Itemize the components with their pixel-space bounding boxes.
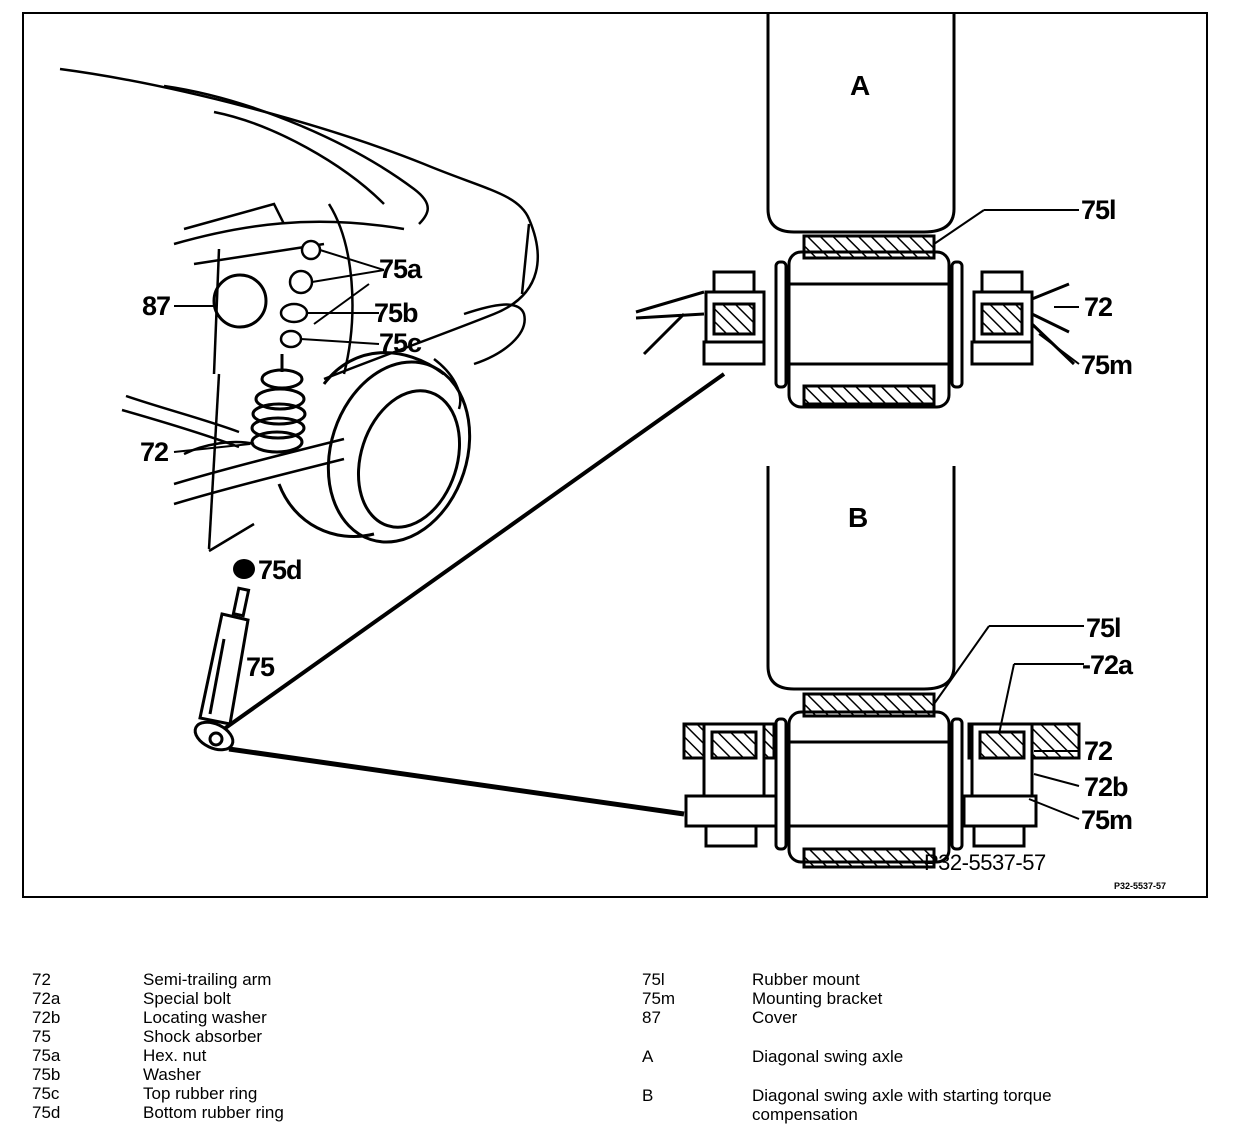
legend-text: Hex. nut (143, 1046, 207, 1065)
legend-code: 75b (32, 1065, 61, 1084)
detail-leader-a (222, 372, 726, 731)
drawing-number: P32-5537-57 (924, 850, 1046, 875)
legend-code: 75a (32, 1046, 61, 1065)
corner-code: P32-5537-57 (1114, 881, 1167, 891)
callout-75d: 75d (258, 555, 303, 585)
legend-text: Semi-trailing arm (143, 970, 272, 989)
exploded-diagram (59, 14, 1084, 869)
legend-text: Special bolt (143, 989, 231, 1008)
diagram-frame: 87 75a 75b 75c 72 75d 75 A 75l 72 75m B … (22, 12, 1208, 898)
legend-text: compensation (752, 1105, 858, 1124)
callout-b-75m: 75m (1081, 805, 1133, 835)
legend-text: Diagonal swing axle with starting torque (752, 1086, 1052, 1105)
legend-code: 75d (32, 1103, 61, 1122)
legend-text: Diagonal swing axle (752, 1047, 904, 1066)
detail-leader-b (228, 746, 685, 817)
legend-text: Washer (143, 1065, 201, 1084)
legend-code: 72b (32, 1008, 61, 1027)
cover-87-shape (212, 273, 268, 329)
rear-wheel (277, 351, 472, 544)
callout-75: 75 (246, 652, 275, 682)
callout-75c: 75c (379, 328, 422, 358)
bottom-rubber-ring (233, 559, 255, 579)
legend-text: Mounting bracket (752, 989, 883, 1008)
legend-code: 87 (642, 1008, 661, 1027)
panel-a-label: A (850, 70, 870, 101)
top-mount-stack (279, 239, 322, 349)
callout-75b: 75b (374, 298, 419, 328)
callout-a-75l: 75l (1081, 195, 1117, 225)
callout-a-72: 72 (1084, 292, 1113, 322)
legend-code: 75l (642, 970, 665, 989)
legend-text: Cover (752, 1008, 798, 1027)
legend-code: 75 (32, 1027, 51, 1046)
callout-a-75m: 75m (1081, 350, 1133, 380)
callout-75a: 75a (379, 254, 422, 284)
legend-text: Locating washer (143, 1008, 267, 1027)
car-rear-body (59, 67, 539, 553)
legend-text: Rubber mount (752, 970, 860, 989)
callout-b-72a: -72a (1082, 650, 1133, 680)
callout-b-72b: 72b (1084, 772, 1129, 802)
legend-code: B (642, 1086, 654, 1105)
legend-code: 72a (32, 989, 61, 1008)
legend-code: A (642, 1047, 654, 1066)
callout-b-72: 72 (1084, 736, 1113, 766)
panel-b-label: B (848, 502, 868, 533)
legend-text: Top rubber ring (143, 1084, 258, 1103)
legend-code: 75m (642, 989, 676, 1008)
legend-code: 75c (32, 1084, 60, 1103)
detail-a-drawing (635, 14, 1076, 409)
callout-87: 87 (142, 291, 171, 321)
legend-code: 72 (32, 970, 51, 989)
callout-b-75l: 75l (1086, 613, 1122, 643)
shock-absorber (193, 586, 251, 752)
shock-upper-coil (250, 354, 307, 454)
callout-72-left: 72 (140, 437, 169, 467)
detail-b-drawing (682, 466, 1081, 869)
legend-text: Bottom rubber ring (143, 1103, 284, 1122)
legend-text: Shock absorber (143, 1027, 263, 1046)
